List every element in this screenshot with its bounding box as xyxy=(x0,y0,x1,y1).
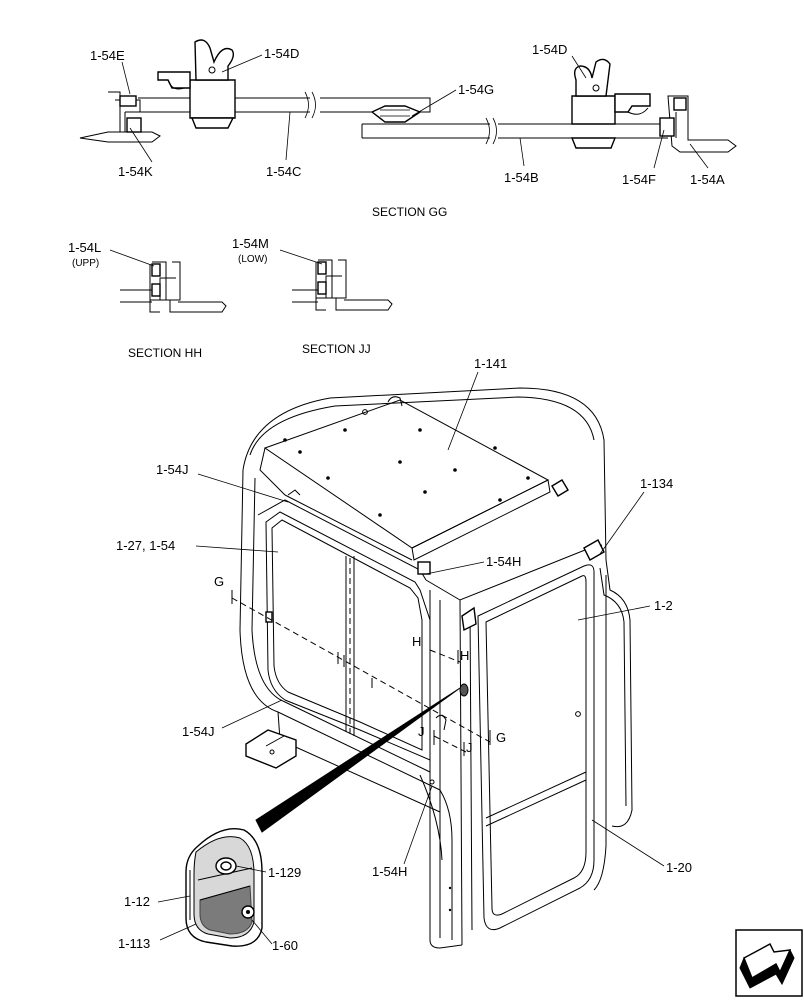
section-hh-title: SECTION HH xyxy=(128,346,202,360)
callout-1-27-1-54: 1-27, 1-54 xyxy=(116,538,175,553)
callout-1-54m: 1-54M xyxy=(232,236,269,251)
callout-1-54h-top: 1-54H xyxy=(486,554,521,569)
cab-labels: 1-141 1-54J 1-27, 1-54 1-134 1-54H 1-2 1… xyxy=(116,356,692,879)
callout-1-134: 1-134 xyxy=(640,476,673,491)
callout-1-54j-bottom: 1-54J xyxy=(182,724,215,739)
section-mark-j-left: J xyxy=(418,724,425,739)
latch-detail-drawing xyxy=(185,828,263,947)
callout-1-54f: 1-54F xyxy=(622,172,656,187)
callout-1-54b: 1-54B xyxy=(504,170,539,185)
callout-1-129: 1-129 xyxy=(268,865,301,880)
callout-1-54c: 1-54C xyxy=(266,164,301,179)
latch-detail-labels: 1-129 1-12 1-113 1-60 xyxy=(118,865,301,953)
callout-1-12: 1-12 xyxy=(124,894,150,909)
section-hh-labels: 1-54L (UPP) SECTION HH xyxy=(68,240,202,360)
section-gg-title: SECTION GG xyxy=(372,205,447,219)
callout-1-2: 1-2 xyxy=(654,598,673,613)
callout-1-20: 1-20 xyxy=(666,860,692,875)
callout-1-141: 1-141 xyxy=(474,356,507,371)
cab-section-lines xyxy=(231,590,491,756)
callout-upp: (UPP) xyxy=(72,258,99,269)
section-mark-h-left: H xyxy=(412,634,421,649)
callout-1-54d-left: 1-54D xyxy=(264,46,299,61)
next-page-button[interactable] xyxy=(735,929,803,997)
callout-1-113: 1-113 xyxy=(118,936,150,951)
callout-low: (LOW) xyxy=(238,254,267,265)
section-jj-labels: 1-54M (LOW) SECTION JJ xyxy=(232,236,371,356)
section-mark-j-right: J xyxy=(466,740,473,755)
section-gg-leaders xyxy=(121,54,709,169)
section-marks: G G H H J J xyxy=(214,574,506,755)
callout-1-54d-right: 1-54D xyxy=(532,42,567,57)
callout-1-60: 1-60 xyxy=(272,938,298,953)
section-gg-labels: 1-54E 1-54D 1-54G 1-54K 1-54C 1-54B 1-54… xyxy=(90,42,725,219)
section-gg-drawing xyxy=(79,39,737,153)
callout-1-54h-bottom: 1-54H xyxy=(372,864,407,879)
callout-1-54a: 1-54A xyxy=(690,172,725,187)
detail-pointer xyxy=(255,687,461,833)
callout-1-54g: 1-54G xyxy=(458,82,494,97)
section-hh-drawing xyxy=(109,249,227,313)
next-page-arrow-icon xyxy=(739,943,795,989)
callout-1-54e: 1-54E xyxy=(90,48,125,63)
section-jj-title: SECTION JJ xyxy=(302,342,371,356)
cab-drawing xyxy=(239,387,633,949)
section-mark-g-right: G xyxy=(496,730,506,745)
section-mark-g-left: G xyxy=(214,574,224,589)
callout-1-54j-top: 1-54J xyxy=(156,462,189,477)
section-mark-h-right: H xyxy=(460,648,469,663)
callout-1-54k: 1-54K xyxy=(118,164,153,179)
callout-1-54l: 1-54L xyxy=(68,240,101,255)
roof-screws xyxy=(283,409,530,517)
latch-detail-leaders xyxy=(157,865,273,945)
cab-leaders xyxy=(195,371,665,867)
section-jj-drawing xyxy=(279,249,393,311)
